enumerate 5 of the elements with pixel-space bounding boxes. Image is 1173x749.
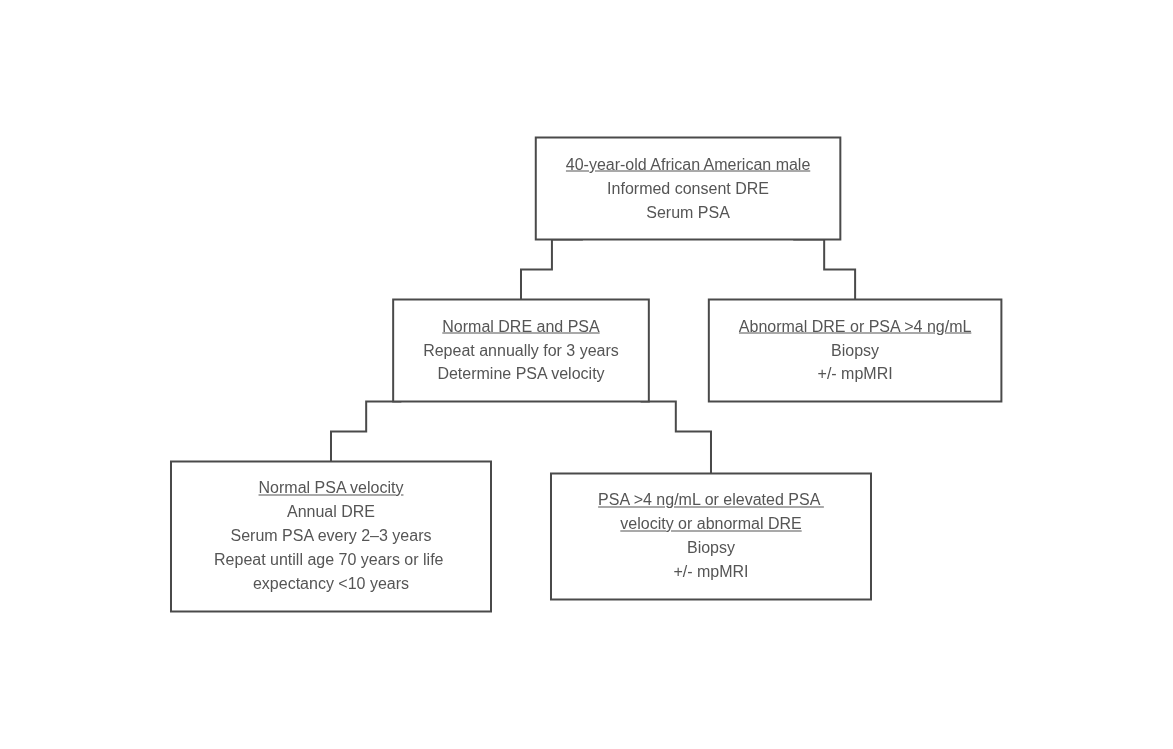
node-box: Normal PSA velocity Annual DRE Serum PSA every 2–3 years Repeat untill age 70 years or life expectancy <10 years	[170, 460, 493, 613]
node-box: PSA >4 ng/mL or elevated PSA velocity or abnormal DRE Biopsy +/- mpMRI	[550, 472, 873, 601]
node-box: Abnormal DRE or PSA >4 ng/mL Biopsy +/- mpMRI	[708, 298, 1003, 403]
node-box: Normal DRE and PSA Repeat annually for 3 years Determine PSA velocity	[392, 298, 651, 403]
node-box: 40-year-old African American male Informed consent DRE Serum PSA	[535, 136, 842, 241]
